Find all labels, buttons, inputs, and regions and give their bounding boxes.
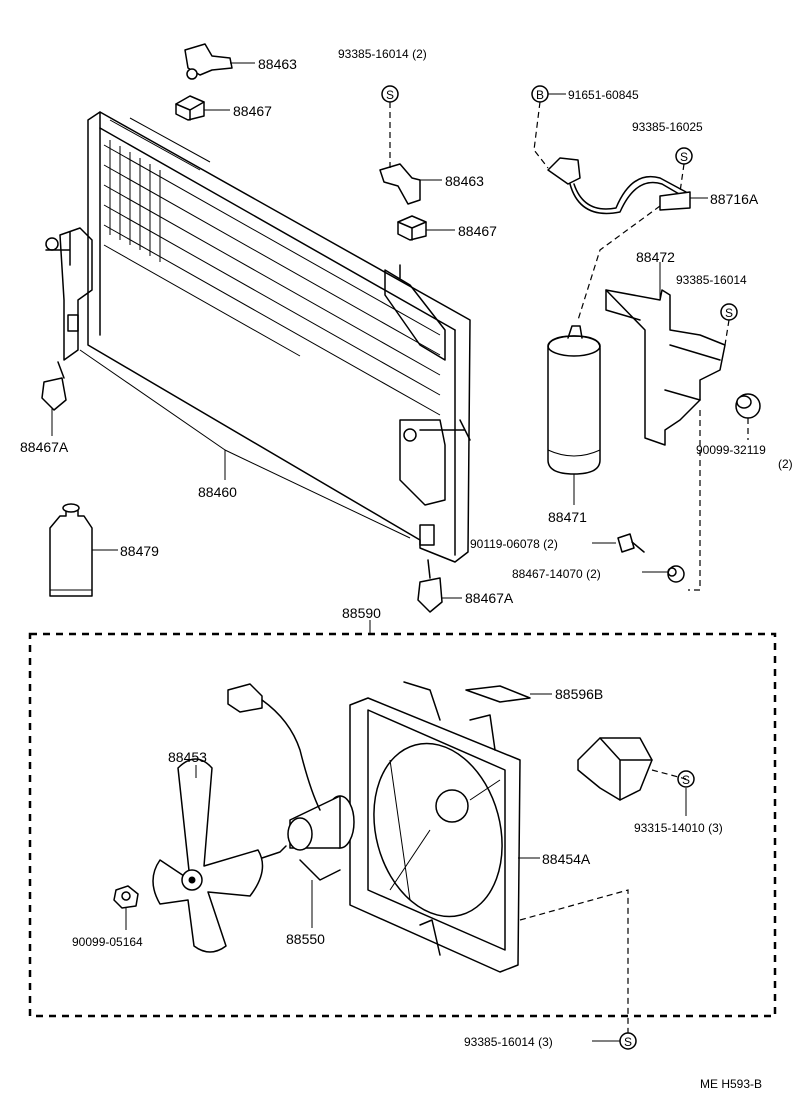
receiver-drier-icon	[547, 325, 601, 475]
label-88467-14070: 88467-14070 (2)	[512, 567, 601, 581]
label-88590: 88590	[342, 605, 381, 621]
bushing-88467A-left-icon	[41, 361, 67, 411]
drier-bracket-icon	[605, 289, 726, 446]
label-88463-top: 88463	[258, 56, 297, 72]
label-91651-60845: 91651-60845	[568, 88, 639, 102]
bolt-symbol-b: B	[531, 85, 549, 103]
fan-shroud-icon	[349, 681, 521, 973]
grommet-90099-32119-icon	[735, 393, 761, 419]
label-93315-14010: 93315-14010 (3)	[634, 821, 723, 835]
relay-icon	[577, 737, 653, 801]
label-88453: 88453	[168, 749, 207, 765]
label-93385-16014-3: 93385-16014 (3)	[464, 1035, 553, 1049]
harness-tape-icon	[465, 685, 531, 703]
label-88467-mid: 88467	[458, 223, 497, 239]
fan-assembly-boundary	[28, 632, 777, 1018]
label-90119-06078: 90119-06078 (2)	[470, 537, 558, 551]
svg-text:S: S	[682, 773, 690, 787]
fan-motor-icon	[227, 683, 355, 881]
washer-symbol-s2: S	[675, 147, 693, 165]
label-90099-32119-qty: (2)	[778, 457, 793, 471]
svg-text:S: S	[386, 88, 394, 102]
label-90099-05164: 90099-05164	[72, 935, 143, 949]
nut-90099-05164-icon	[113, 885, 139, 909]
bolt-90119-icon	[617, 533, 645, 553]
label-93385-16014-c: 93385-16014	[676, 273, 747, 287]
svg-text:S: S	[725, 306, 733, 320]
svg-text:S: S	[680, 150, 688, 164]
svg-text:S: S	[624, 1035, 632, 1049]
label-88467A-right: 88467A	[465, 590, 514, 606]
bushing-88467A-right-icon	[417, 559, 443, 613]
clip-88463-top-icon	[184, 43, 233, 80]
label-88463-mid: 88463	[445, 173, 484, 189]
fan-blade-icon	[152, 758, 264, 953]
label-88596B: 88596B	[555, 686, 603, 702]
label-88460: 88460	[198, 484, 237, 500]
label-88471: 88471	[548, 509, 587, 525]
clip-88463-mid-icon	[379, 163, 421, 205]
liquid-pipe-icon	[547, 157, 691, 215]
washer-symbol-s1: S	[381, 85, 399, 103]
condenser-core-icon	[45, 111, 471, 563]
cushion-88467-mid-icon	[397, 215, 427, 241]
label-93385-16014-2: 93385-16014 (2)	[338, 47, 427, 61]
label-93385-16025: 93385-16025	[632, 120, 703, 134]
sealant-bottle-icon	[49, 503, 93, 597]
label-88472: 88472	[636, 249, 675, 265]
label-88467A-left: 88467A	[20, 439, 69, 455]
label-88454A: 88454A	[542, 851, 591, 867]
leader-lines	[51, 62, 749, 1042]
svg-text:B: B	[536, 88, 544, 102]
diagram-code: ME H593-B	[700, 1077, 762, 1091]
washer-symbol-s5: S	[619, 1032, 637, 1050]
label-88716A: 88716A	[710, 191, 759, 207]
label-88479: 88479	[120, 543, 159, 559]
label-88550: 88550	[286, 931, 325, 947]
washer-symbol-s3: S	[720, 303, 738, 321]
label-90099-32119: 90099-32119	[696, 443, 766, 457]
cushion-88467-top-icon	[175, 95, 205, 121]
cushion-88467-14070-icon	[667, 565, 685, 583]
label-88467-top: 88467	[233, 103, 272, 119]
